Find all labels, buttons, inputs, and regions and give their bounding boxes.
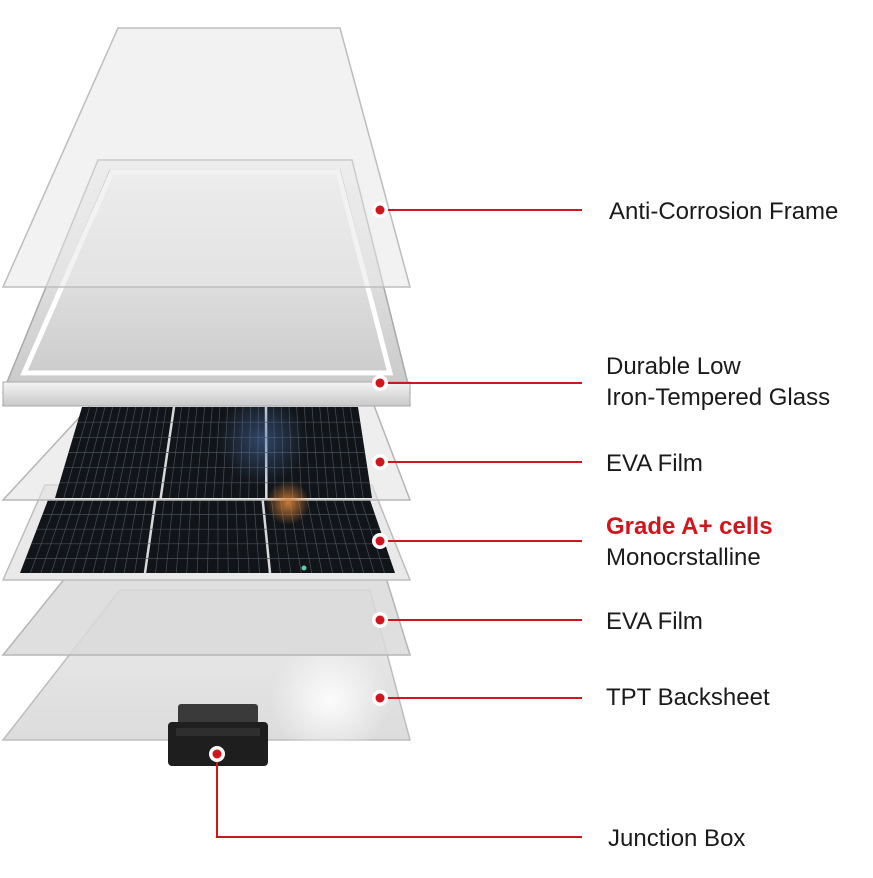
leader-dot bbox=[376, 537, 385, 546]
label-tempered-glass: Durable Low Iron-Tempered Glass bbox=[606, 351, 830, 413]
leader-dot bbox=[213, 750, 222, 759]
label-cells: Grade A+ cells Monocrstalline bbox=[606, 511, 773, 573]
leader-line-junction bbox=[217, 754, 582, 837]
label-junction-box: Junction Box bbox=[608, 823, 745, 854]
label-tpt-backsheet: TPT Backsheet bbox=[606, 682, 770, 713]
label-line: Durable Low bbox=[606, 351, 830, 382]
leader-dot bbox=[376, 616, 385, 625]
leader-dot bbox=[376, 458, 385, 467]
monocrystalline-cells-grid bbox=[20, 500, 395, 573]
leader-dot bbox=[376, 379, 385, 388]
label-eva-film-lower: EVA Film bbox=[606, 606, 703, 637]
label-line: Iron-Tempered Glass bbox=[606, 382, 830, 413]
leader-dot bbox=[376, 206, 385, 215]
cells-seen-through-film bbox=[55, 407, 372, 498]
label-line: Junction Box bbox=[608, 823, 745, 854]
label-line: EVA Film bbox=[606, 448, 703, 479]
label-line: Anti-Corrosion Frame bbox=[609, 196, 838, 227]
leader-dot bbox=[376, 694, 385, 703]
label-line: Monocrstalline bbox=[606, 542, 773, 573]
label-eva-film-upper: EVA Film bbox=[606, 448, 703, 479]
anti-corrosion-frame-sheet bbox=[3, 28, 410, 287]
label-line: TPT Backsheet bbox=[606, 682, 770, 713]
label-line: EVA Film bbox=[606, 606, 703, 637]
label-anti-corrosion-frame: Anti-Corrosion Frame bbox=[609, 196, 838, 227]
cells-grade-highlight: Grade A+ cells bbox=[606, 511, 773, 542]
